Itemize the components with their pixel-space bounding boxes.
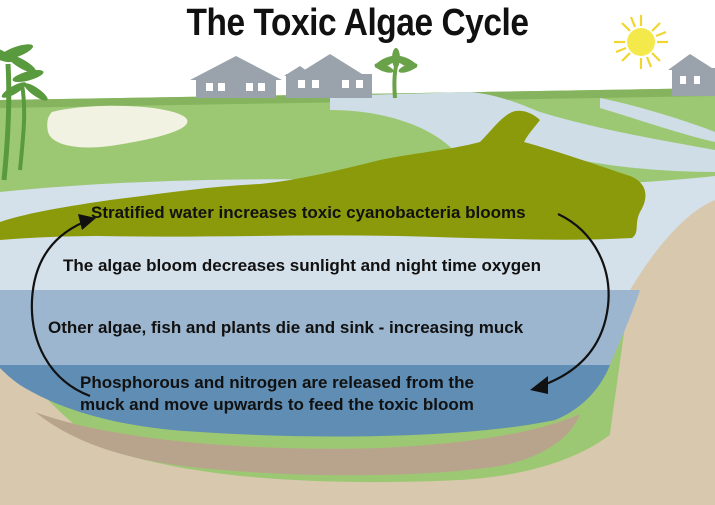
step-label-algae-bloom: The algae bloom decreases sunlight and n…: [63, 256, 541, 275]
river-upper-channel: [600, 98, 715, 142]
water-middle-layer: [0, 290, 640, 365]
step-label-stratified-water: Stratified water increases toxic cyanoba…: [91, 203, 526, 222]
sediment-floor: [0, 345, 700, 505]
diagram-title: The Toxic Algae Cycle: [186, 2, 529, 44]
palm-tree-icon: [374, 48, 418, 99]
house-icon: [284, 54, 372, 98]
sun-icon: [614, 15, 668, 69]
water-deep-layer: [0, 365, 610, 437]
arrowhead-right: [530, 376, 548, 394]
algae-bloom: [0, 110, 646, 241]
house-icon: [190, 56, 282, 98]
arrowhead-left: [78, 214, 96, 230]
step-label-die-and-sink: Other algae, fish and plants die and sin…: [48, 318, 524, 337]
muck-layer: [35, 412, 580, 476]
step-label-nutrients-released-line2: muck and move upwards to feed the toxic …: [80, 395, 474, 414]
cycle-arrow-left: [30, 220, 91, 398]
cycle-arrow-right: [545, 213, 610, 386]
pond: [47, 105, 188, 148]
palm-tree-icon: [0, 44, 48, 181]
cycle-arrow-icon: [30, 213, 610, 398]
step-label-nutrients-released-line1: Phosphorous and nitrogen are released fr…: [80, 373, 474, 392]
house-icon: [668, 54, 715, 96]
